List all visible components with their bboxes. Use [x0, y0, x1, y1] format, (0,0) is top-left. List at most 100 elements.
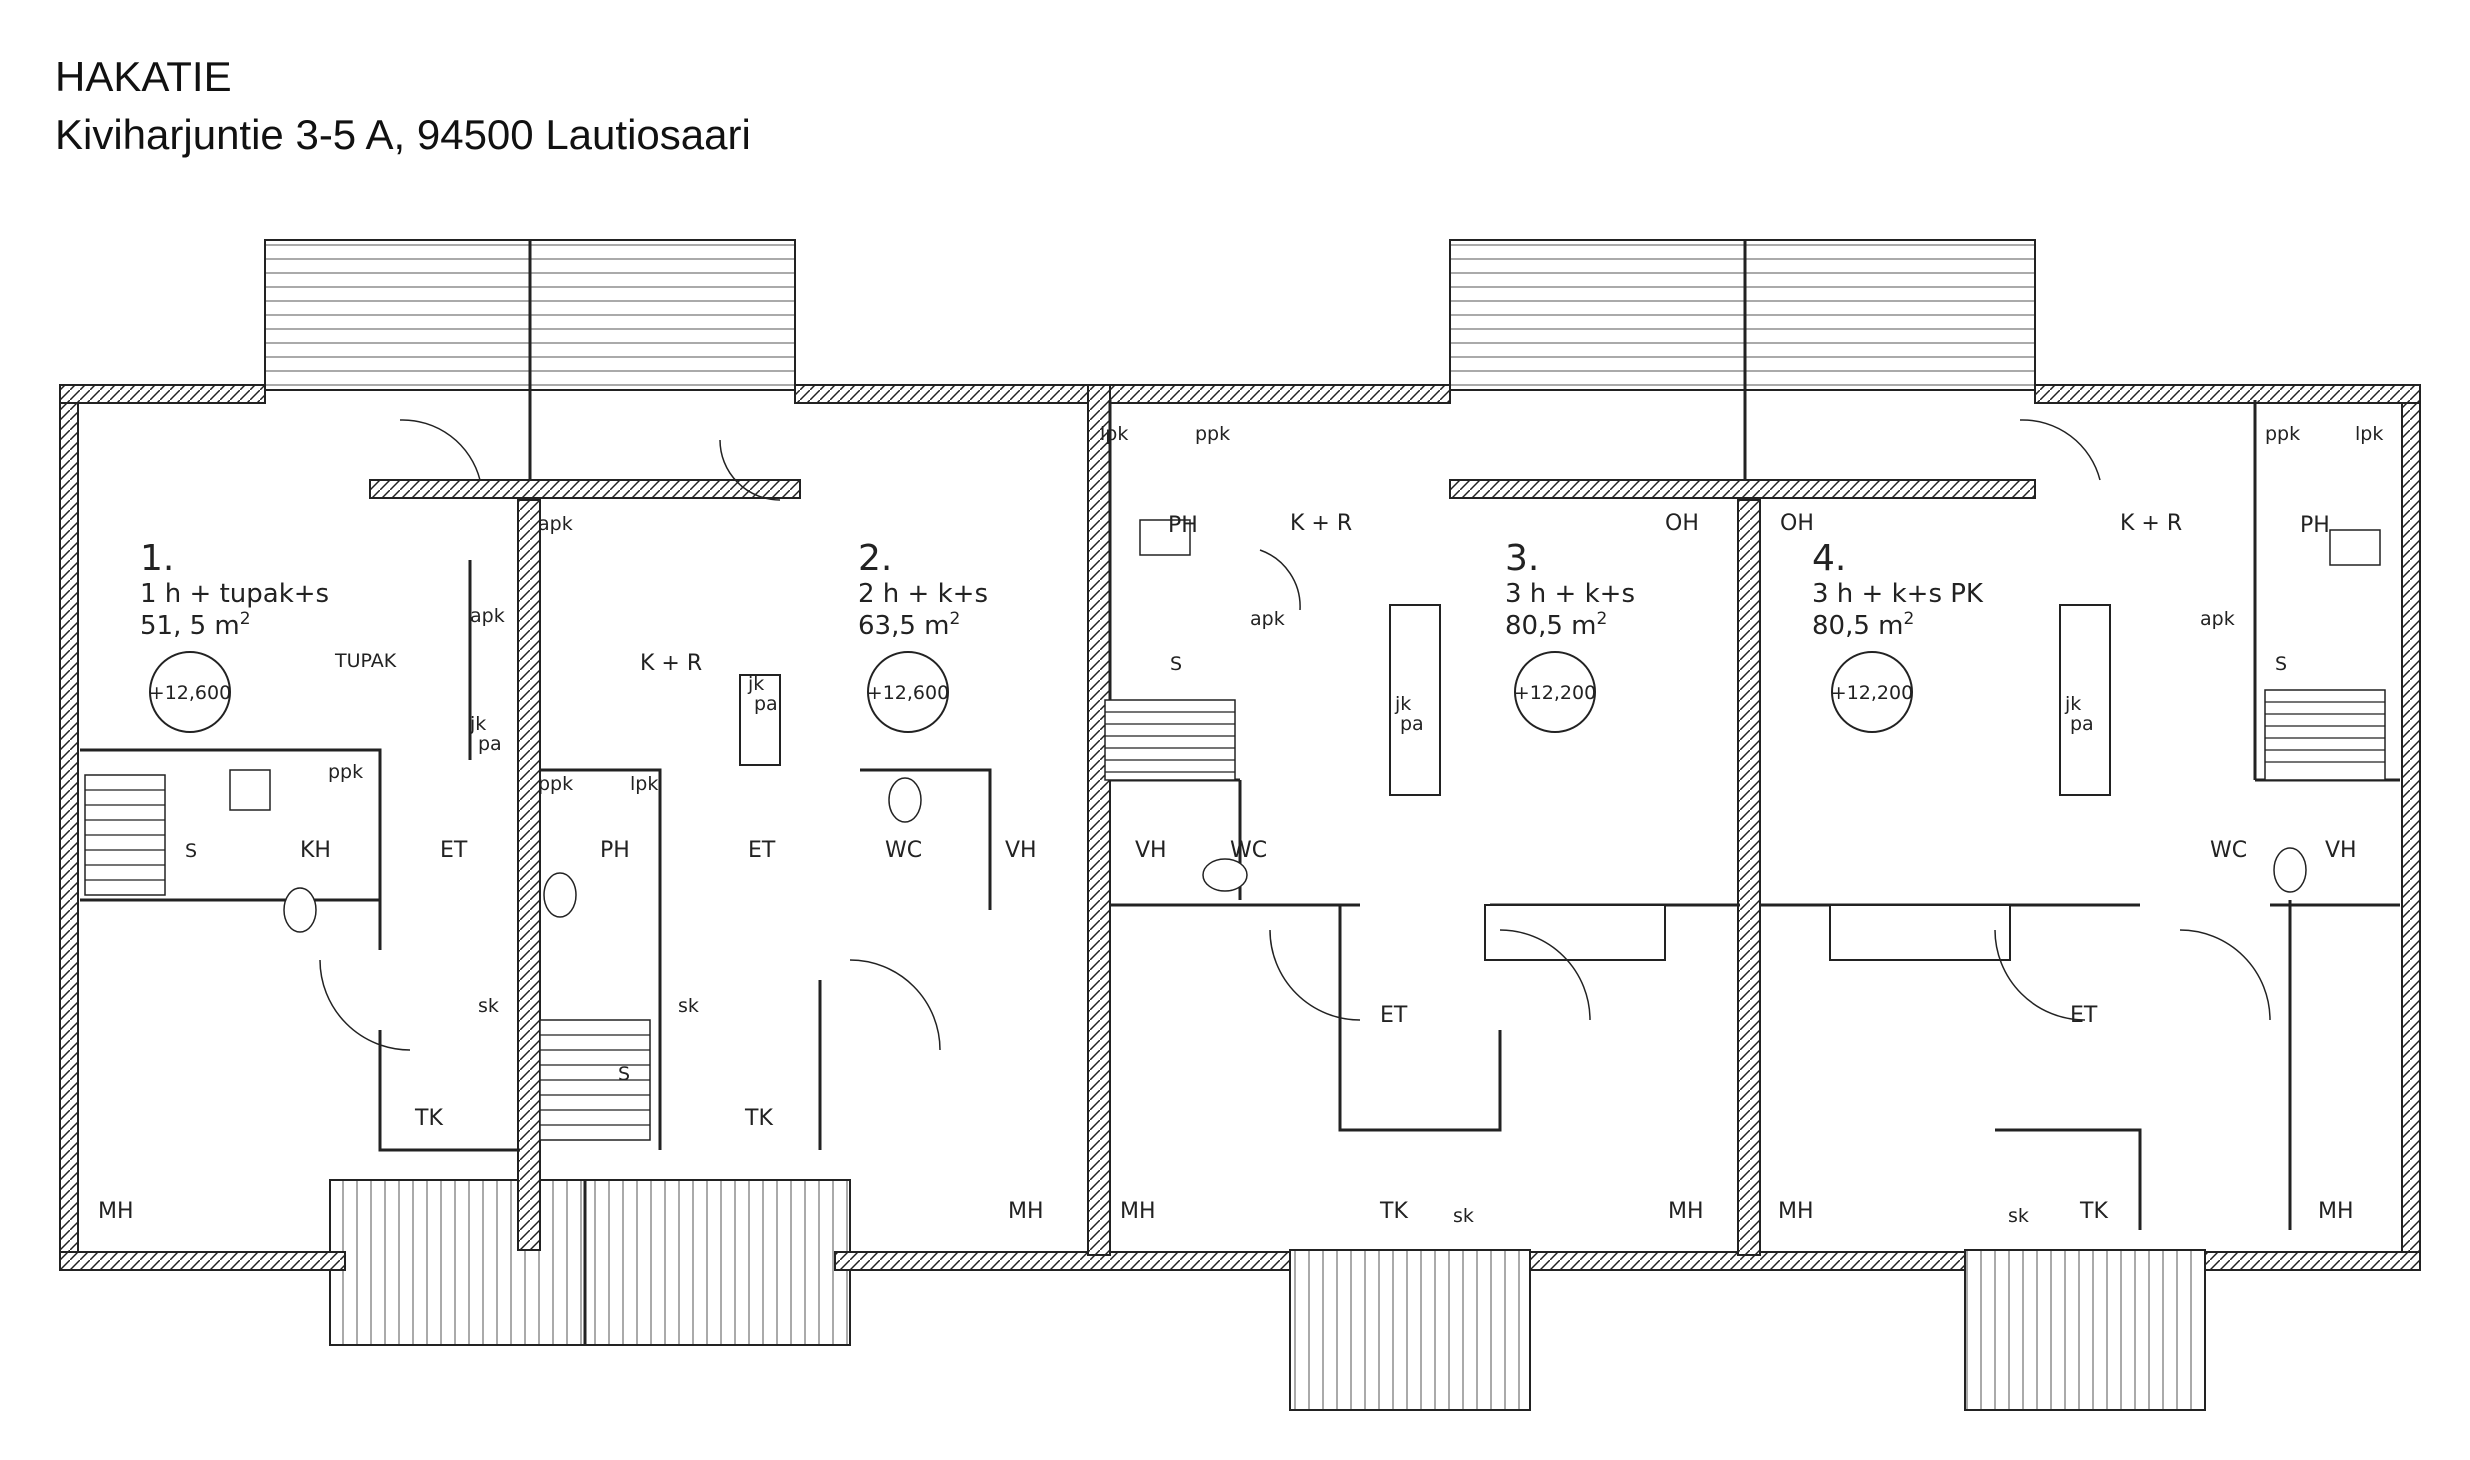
room-label-s-3: S: [1170, 653, 1182, 675]
svg-text:80,5 m2: 80,5 m2: [1812, 609, 1914, 641]
room-label-kr-4: K + R: [2120, 511, 2182, 536]
elevation-circle-1: [149, 651, 231, 733]
apartment-1-label: 1. 1 h + tupak+s 51, 5 m2 +12,600: [140, 538, 329, 704]
plan-header: HAKATIE Kiviharjuntie 3-5 A, 94500 Lauti…: [55, 48, 751, 164]
elevation-circle-2: [867, 651, 949, 733]
svg-text:+12,600: +12,600: [149, 682, 231, 704]
svg-text:1 h + tupak+s: 1 h + tupak+s: [140, 579, 329, 609]
room-label-sk-3: sk: [1453, 1205, 1474, 1227]
room-label-tupak: TUPAK: [334, 650, 397, 672]
room-label-vh-4: VH: [2325, 838, 2357, 863]
room-label-pa-3: pa: [1400, 713, 1424, 735]
stair-unit-4: [2264, 689, 2386, 781]
room-label-wc-4: WC: [2210, 838, 2247, 863]
svg-text:2.: 2.: [858, 538, 892, 579]
room-label-tk-4: TK: [2079, 1199, 2108, 1224]
svg-text:4.: 4.: [1812, 538, 1846, 579]
svg-text:3 h + k+s: 3 h + k+s: [1505, 579, 1635, 609]
room-label-kr-3: K + R: [1290, 511, 1352, 536]
svg-text:3 h + k+s PK: 3 h + k+s PK: [1812, 579, 1984, 609]
counters: [739, 604, 2111, 961]
room-label-ppk-4: ppk: [2265, 423, 2300, 445]
room-label-ppk-2: ppk: [538, 773, 573, 795]
room-label-mh-3b: MH: [1668, 1199, 1704, 1224]
room-label-apk-2: apk: [538, 513, 573, 535]
room-label-ppk-1: ppk: [328, 761, 363, 783]
room-label-ph-2: PH: [600, 838, 630, 863]
room-label-wc-3: WC: [1230, 838, 1267, 863]
room-label-jk-1: jk: [469, 713, 486, 735]
room-label-jk-3: jk: [1394, 693, 1411, 715]
room-label-pa-4: pa: [2070, 713, 2094, 735]
room-label-et-2: ET: [748, 838, 776, 863]
room-label-apk-1: apk: [470, 605, 505, 627]
elevation-circle-3: [1514, 651, 1596, 733]
room-label-jk-4: jk: [2064, 693, 2081, 715]
room-label-mh-4b: MH: [2318, 1199, 2354, 1224]
room-label-lpk-3: lpk: [1100, 423, 1128, 445]
terrace-south-left: [329, 1179, 851, 1346]
stairs: [84, 689, 2386, 1141]
room-label-pa-2: pa: [754, 693, 778, 715]
terrace-north-right: [1449, 239, 2036, 391]
room-label-et-1: ET: [440, 838, 468, 863]
terrace-south-right: [1964, 1249, 2206, 1411]
room-label-sk-4: sk: [2008, 1205, 2029, 1227]
room-label-jk-2: jk: [747, 673, 764, 695]
room-label-sk-1: sk: [478, 995, 499, 1017]
room-label-wc-2: WC: [885, 838, 922, 863]
room-label-tk-2: TK: [744, 1106, 773, 1131]
elevation-circle-4: [1831, 651, 1913, 733]
apartment-2-label: 2. 2 h + k+s 63,5 m2 +12,600: [858, 538, 988, 704]
room-label-mh-4a: MH: [1778, 1199, 1814, 1224]
room-label-vh-2: VH: [1005, 838, 1037, 863]
room-labels: TUPAK K + R K + R K + R KH ET ET ET ET P…: [98, 423, 2383, 1227]
room-label-et-3: ET: [1380, 1003, 1408, 1028]
room-label-et-4: ET: [2070, 1003, 2098, 1028]
room-label-vh-3: VH: [1135, 838, 1167, 863]
room-label-ph-3: PH: [1168, 513, 1198, 538]
svg-text:2 h + k+s: 2 h + k+s: [858, 579, 988, 609]
outer-walls: [59, 384, 2421, 1271]
room-label-tk-1: TK: [414, 1106, 443, 1131]
room-label-apk-3: apk: [1250, 608, 1285, 630]
room-label-ph-4: PH: [2300, 513, 2330, 538]
svg-text:+12,200: +12,200: [1831, 682, 1913, 704]
room-label-s-4: S: [2275, 653, 2287, 675]
terrace-south-mid: [1289, 1249, 1531, 1411]
room-label-mh-2: MH: [1008, 1199, 1044, 1224]
room-label-oh-3: OH: [1665, 511, 1699, 536]
party-walls: [517, 384, 1761, 1256]
room-label-oh-4: OH: [1780, 511, 1814, 536]
room-label-kh: KH: [300, 838, 331, 863]
room-label-lpk-2: lpk: [630, 773, 658, 795]
svg-text:63,5 m2: 63,5 m2: [858, 609, 960, 641]
svg-text:1.: 1.: [140, 538, 174, 579]
room-label-ppk-3: ppk: [1195, 423, 1230, 445]
terraces: [264, 239, 2206, 1411]
plan-title: HAKATIE: [55, 53, 232, 100]
room-label-lpk-4: lpk: [2355, 423, 2383, 445]
stair-unit-3: [1104, 699, 1236, 781]
room-label-mh-3a: MH: [1120, 1199, 1156, 1224]
room-label-mh-1: MH: [98, 1199, 134, 1224]
room-label-sk-2: sk: [678, 995, 699, 1017]
room-label-s-2: S: [618, 1063, 630, 1085]
room-label-apk-4: apk: [2200, 608, 2235, 630]
svg-text:+12,200: +12,200: [1514, 682, 1596, 704]
room-label-kr-2: K + R: [640, 651, 702, 676]
room-label-pa-1: pa: [478, 733, 502, 755]
svg-text:3.: 3.: [1505, 538, 1539, 579]
room-label-s-1: S: [185, 840, 197, 862]
door-swings: [319, 419, 2271, 1051]
plan-address: Kiviharjuntie 3-5 A, 94500 Lautiosaari: [55, 111, 751, 158]
svg-text:51, 5 m2: 51, 5 m2: [140, 609, 251, 641]
apartment-4-label: 4. 3 h + k+s PK 80,5 m2 +12,200: [1812, 538, 1984, 704]
elevation-markers: [149, 651, 1913, 733]
svg-text:+12,600: +12,600: [867, 682, 949, 704]
svg-text:80,5 m2: 80,5 m2: [1505, 609, 1607, 641]
room-label-tk-3: TK: [1379, 1199, 1408, 1224]
apartment-3-label: 3. 3 h + k+s 80,5 m2 +12,200: [1505, 538, 1635, 704]
fixtures: [229, 519, 2381, 933]
